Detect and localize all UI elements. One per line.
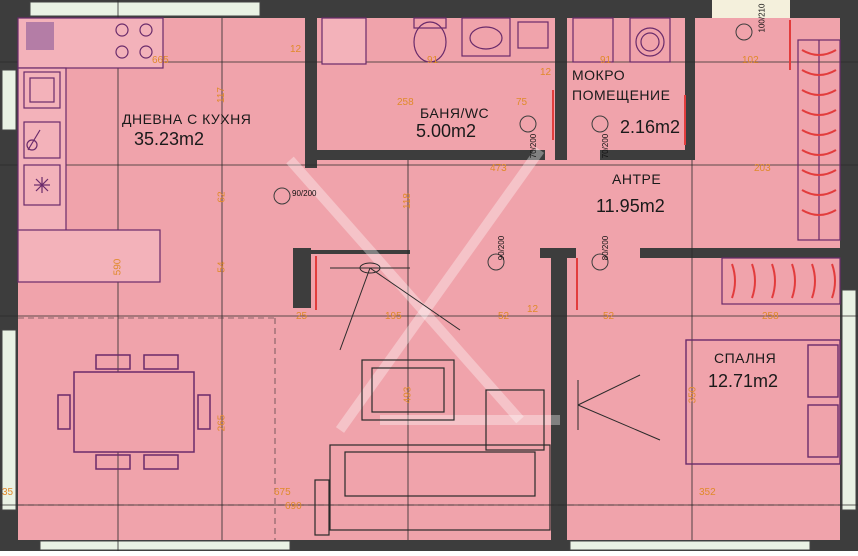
tile-pattern-icon xyxy=(26,22,54,50)
dim-bottom-right: 352 xyxy=(699,487,716,498)
dim-row2-mid2: 52 xyxy=(498,311,510,322)
dim-vert-b: 62 xyxy=(216,191,228,203)
bath-fixtures xyxy=(321,17,549,65)
wall-pillar-left xyxy=(293,248,311,308)
room-area-bath: 5.00m2 xyxy=(416,121,477,141)
dim-vert-a: 117 xyxy=(215,87,227,103)
dim-vert-c: 54 xyxy=(216,261,228,273)
door-markers xyxy=(315,20,791,310)
coffee-table xyxy=(361,359,455,421)
hangers-hall xyxy=(801,49,837,216)
wall-laundry-left xyxy=(555,18,567,160)
dim-bottom-left: 675 xyxy=(274,487,291,498)
room-area-hall: 11.95m2 xyxy=(596,196,665,216)
room-name-bath: БАНЯ/WC xyxy=(420,105,490,121)
dim-row2-far: 258 xyxy=(762,311,779,322)
dim-row2-small: 12 xyxy=(527,304,539,315)
sofa xyxy=(314,389,551,536)
dim-row2-mid: 195 xyxy=(385,311,402,322)
fridge-icon xyxy=(23,121,61,159)
dim-vert-mid2: 493 xyxy=(402,386,414,404)
dim-hall-2: 203 xyxy=(754,163,771,174)
dim-bath-right: 12 xyxy=(540,67,552,78)
dim-row2-left: 25 xyxy=(296,311,308,322)
dim-bath-small: 75 xyxy=(516,97,528,108)
hangers-bedroom xyxy=(731,263,836,299)
wardrobe-hall xyxy=(797,39,841,241)
dim-top-kitchen: 665 xyxy=(152,55,169,66)
door-tag: 90/200 xyxy=(497,235,507,261)
stove-icon xyxy=(115,23,153,59)
room-name-bedroom: СПАЛНЯ xyxy=(714,350,777,366)
dim-laundry: 91 xyxy=(600,55,612,66)
door-tag: 100/210 xyxy=(757,3,767,33)
wall-bath-left xyxy=(305,18,317,168)
room-area-bedroom: 12.71m2 xyxy=(708,371,779,391)
room-name-laundry-1: МОКРО xyxy=(572,67,626,83)
dining-table xyxy=(57,354,211,470)
room-name-hall: АНТРЕ xyxy=(612,171,662,187)
wall-bedroom-top xyxy=(640,248,840,258)
wall-bath-bottom xyxy=(305,150,545,160)
kitchen-sink-icon xyxy=(23,71,61,109)
tv-cone xyxy=(330,262,461,351)
dim-hall-1: 473 xyxy=(490,163,507,174)
appliance-icon xyxy=(23,164,61,206)
dim-bottom-left2: 690 xyxy=(285,501,302,512)
room-name-living: ДНЕВНА С КУХНЯ xyxy=(122,111,252,127)
door-tag: 70/200 xyxy=(529,133,539,159)
dim-vert-mid: 118 xyxy=(401,193,413,209)
exterior-wall-bottom xyxy=(0,540,858,551)
dim-row2-right: 52 xyxy=(603,311,615,322)
dim-top-bath-mid: 91 xyxy=(427,55,439,66)
apartment-fill xyxy=(18,18,840,548)
dim-bottom-kitchen: 35 xyxy=(2,487,14,498)
wall-bedroom-left xyxy=(551,250,567,540)
room-area-laundry: 2.16m2 xyxy=(620,117,681,137)
room-area-living: 35.23m2 xyxy=(134,129,205,149)
wardrobe-bedroom xyxy=(721,257,841,305)
wall-laundry-bottom xyxy=(600,150,690,160)
door-tag: 90/200 xyxy=(292,189,317,198)
dim-laundry-right: 102 xyxy=(742,55,759,66)
dim-top-bath-left: 12 xyxy=(290,44,302,55)
dim-vert-bed: 350 xyxy=(687,386,699,404)
bedroom-tv-cone xyxy=(577,374,661,441)
dim-vert-d: 265 xyxy=(216,414,228,432)
dim-vert-left: 590 xyxy=(112,258,124,276)
wall-laundry-right xyxy=(685,18,695,160)
door-tag-circles xyxy=(273,23,753,271)
door-tag: 80/200 xyxy=(601,235,611,261)
bed xyxy=(685,339,841,465)
room-name-laundry-2: ПОМЕЩЕНИЕ xyxy=(572,87,671,103)
washer-icon xyxy=(572,17,671,63)
door-tag: 70/200 xyxy=(601,133,611,159)
dim-bath-inner: 258 xyxy=(397,97,414,108)
